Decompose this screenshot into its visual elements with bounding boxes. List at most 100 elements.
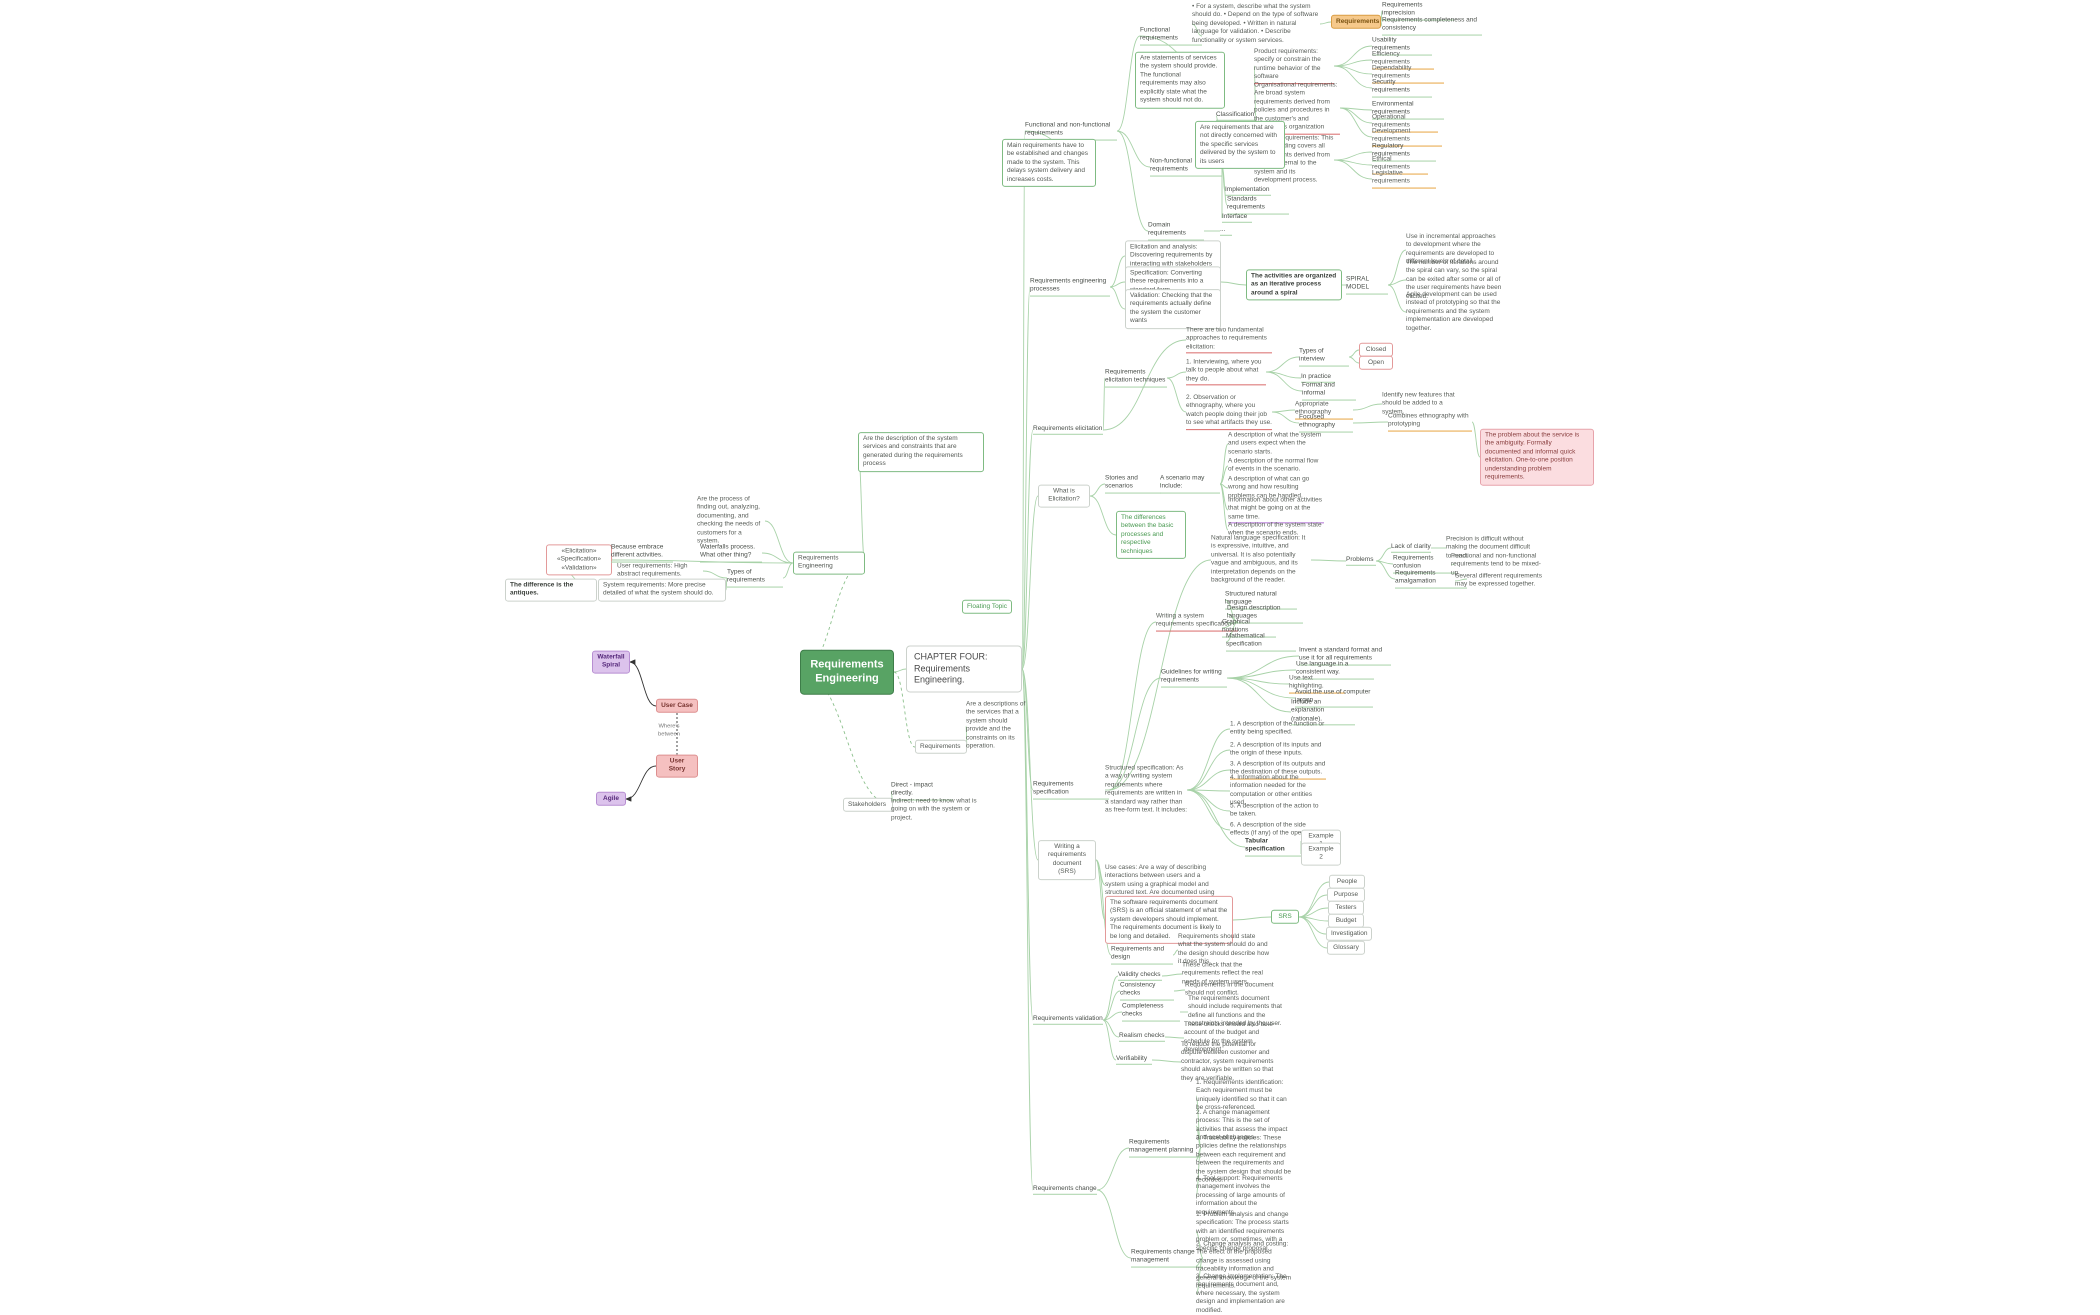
mindmap-node-w2[interactable]: Design description languages bbox=[1227, 605, 1303, 624]
mindmap-node-func_req[interactable]: Functional requirements bbox=[1140, 27, 1202, 46]
mindmap-node-srs_glossary[interactable]: Glossary bbox=[1327, 940, 1365, 956]
mindmap-node-spiral_note[interactable]: The activities are organized as an itera… bbox=[1246, 269, 1342, 301]
mindmap-node-org_req[interactable]: Organisational requirements: Are broad s… bbox=[1254, 82, 1340, 135]
mindmap-node-ex2[interactable]: Example 2 bbox=[1301, 842, 1341, 866]
mindmap-node-in_practice[interactable]: In practice bbox=[1301, 373, 1335, 384]
mindmap-node-consistency_note[interactable]: Requirements in the document should not … bbox=[1185, 981, 1274, 997]
mindmap-node-focused_eth[interactable]: Focused ethnography bbox=[1299, 414, 1353, 433]
mindmap-node-completeness_note[interactable]: The requirements document should include… bbox=[1188, 995, 1282, 1028]
mindmap-node-identify_features[interactable]: Identify new features that should be add… bbox=[1382, 391, 1455, 416]
mindmap-node-nf_def[interactable]: Are requirements that are not directly c… bbox=[1195, 120, 1285, 170]
mindmap-node-c_depend[interactable]: Dependability requirements bbox=[1372, 65, 1444, 84]
mindmap-node-mgmt_planning[interactable]: Requirements management planning bbox=[1129, 1139, 1201, 1158]
mindmap-node-c_usability[interactable]: Usability requirements bbox=[1372, 37, 1432, 56]
mindmap-node-open[interactable]: Open bbox=[1359, 355, 1393, 371]
mindmap-node-req_orange[interactable]: Requirements bbox=[1331, 14, 1381, 30]
mindmap-node-req_confusion[interactable]: Requirements confusion bbox=[1393, 555, 1455, 574]
mindmap-node-elicit_problem[interactable]: The problem about the service is the amb… bbox=[1480, 428, 1594, 486]
mindmap-node-combine_proto[interactable]: Combines ethnography with prototyping bbox=[1388, 413, 1472, 432]
mindmap-node-s1[interactable]: 1. A description of the function or enti… bbox=[1230, 720, 1325, 736]
mindmap-node-waterfall_spiral[interactable]: Waterfall Spiral bbox=[592, 650, 630, 674]
mindmap-node-g2[interactable]: Use language in a consistent way. bbox=[1296, 661, 1374, 680]
mindmap-node-cls_node[interactable]: Classification bbox=[1216, 111, 1256, 122]
mindmap-node-req_node[interactable]: Requirements bbox=[915, 739, 967, 755]
mindmap-node-nf_int[interactable]: Interface bbox=[1222, 213, 1252, 224]
mindmap-node-c_reg[interactable]: Regulatory requirements bbox=[1372, 143, 1436, 162]
mindmap-node-verifiability[interactable]: Verifiability bbox=[1116, 1055, 1152, 1066]
mindmap-node-two_approaches[interactable]: There are two fundamental approaches to … bbox=[1186, 326, 1272, 354]
mindmap-node-s6[interactable]: 6. A description of the side effects (if… bbox=[1230, 821, 1320, 837]
mindmap-node-c_efficiency[interactable]: Efficiency requirements bbox=[1372, 51, 1434, 70]
mindmap-node-srs_box[interactable]: Writing a requirements document (SRS) bbox=[1038, 840, 1096, 880]
mindmap-node-because[interactable]: Because embrace different activities. bbox=[611, 544, 673, 563]
mindmap-node-user_case[interactable]: User Case bbox=[656, 698, 698, 714]
mindmap-node-user_story[interactable]: User Story bbox=[656, 754, 698, 778]
mindmap-node-cm3[interactable]: 3. Change implementation: The requiremen… bbox=[1196, 1272, 1287, 1314]
mindmap-node-stories[interactable]: Stories and scenarios bbox=[1105, 475, 1161, 494]
mindmap-node-sc1[interactable]: A description of what the system and use… bbox=[1228, 431, 1322, 456]
mindmap-node-mp1[interactable]: 1. Requirements identification: Each req… bbox=[1196, 1079, 1287, 1112]
mindmap-node-problems[interactable]: Problems bbox=[1346, 556, 1376, 567]
mindmap-node-validity_note[interactable]: These check that the requirements reflec… bbox=[1182, 961, 1263, 986]
mindmap-node-nf_std[interactable]: Standards requirements bbox=[1227, 196, 1289, 215]
mindmap-node-func_nonfunc_mix[interactable]: Functional and non-functional requiremen… bbox=[1451, 552, 1541, 577]
mindmap-node-sm_note3[interactable]: Agile development can be used instead of… bbox=[1406, 290, 1501, 332]
mindmap-node-func_statements[interactable]: Are statements of services the system sh… bbox=[1135, 51, 1225, 109]
mindmap-node-writing_spec[interactable]: Writing a system requirements specificat… bbox=[1156, 613, 1238, 632]
mindmap-node-nat_lang[interactable]: Natural language specification: It is ex… bbox=[1211, 534, 1306, 584]
mindmap-node-nonfunc[interactable]: Non-functional requirements bbox=[1150, 158, 1222, 177]
mindmap-node-c_title[interactable]: Requirements Engineering bbox=[800, 649, 894, 695]
mindmap-node-c_leg[interactable]: Legislative requirements bbox=[1372, 170, 1436, 189]
mindmap-node-spiral_model[interactable]: SPIRAL MODEL bbox=[1346, 276, 1388, 295]
mindmap-node-interviewing[interactable]: 1. Interviewing, where you talk to peopl… bbox=[1186, 358, 1266, 386]
mindmap-node-req_desc[interactable]: Are a descriptions of the services that … bbox=[966, 700, 1026, 750]
mindmap-node-sc5[interactable]: A description of the system state when t… bbox=[1228, 521, 1322, 537]
mindmap-node-verifiability_note[interactable]: To reduce the potential for dispute betw… bbox=[1181, 1040, 1274, 1082]
mindmap-node-br_func_note[interactable]: Main requirements have to be established… bbox=[1002, 138, 1096, 188]
mindmap-node-types[interactable]: Types of requirements bbox=[727, 569, 783, 588]
mindmap-node-precision[interactable]: Precision is difficult without making th… bbox=[1446, 535, 1531, 560]
mindmap-node-ext_req[interactable]: External requirements: This broad headin… bbox=[1254, 134, 1334, 184]
mindmap-node-change_mgmt[interactable]: Requirements change management bbox=[1131, 1249, 1203, 1268]
mindmap-node-g4[interactable]: Avoid the use of computer jargon bbox=[1295, 689, 1373, 708]
mindmap-node-srs_def[interactable]: The software requirements document (SRS)… bbox=[1105, 895, 1233, 945]
mindmap-node-guidelines[interactable]: Guidelines for writing requirements bbox=[1161, 669, 1227, 688]
mindmap-node-validity[interactable]: Validity checks bbox=[1118, 971, 1162, 982]
mindmap-node-diff_note[interactable]: The differences between the basic proces… bbox=[1116, 510, 1186, 560]
mindmap-node-c_security[interactable]: Security requirements bbox=[1372, 79, 1432, 98]
mindmap-node-tech[interactable]: Requirements elicitation techniques bbox=[1105, 369, 1167, 388]
mindmap-node-sc3[interactable]: A description of what can go wrong and h… bbox=[1228, 475, 1310, 500]
mindmap-node-s4[interactable]: 4. Information about the information nee… bbox=[1230, 774, 1313, 807]
mindmap-node-domain_dots[interactable]: ... bbox=[1220, 226, 1232, 237]
mindmap-node-types_interview[interactable]: Types of interview bbox=[1299, 348, 1349, 367]
mindmap-node-br_process[interactable]: Requirements engineering processes bbox=[1030, 278, 1110, 297]
mindmap-node-nf_produce[interactable]: Product requirements: specify or constra… bbox=[1254, 48, 1334, 84]
mindmap-node-w3[interactable]: Graphical notations bbox=[1222, 619, 1276, 638]
mindmap-node-cm1[interactable]: 1. Problem analysis and change specifica… bbox=[1196, 1210, 1289, 1252]
mindmap-node-re_desc[interactable]: Are the description of the system servic… bbox=[858, 432, 984, 472]
mindmap-node-realism[interactable]: Realism checks bbox=[1119, 1032, 1165, 1043]
mindmap-node-func_bullets[interactable]: • For a system, describe what the system… bbox=[1192, 2, 1319, 44]
mindmap-node-c_chapter[interactable]: CHAPTER FOUR: Requirements Engineering. bbox=[906, 645, 1022, 693]
mindmap-node-p_valid[interactable]: Validation: Checking that the requiremen… bbox=[1125, 289, 1221, 329]
mindmap-node-br_change[interactable]: Requirements change bbox=[1033, 1185, 1097, 1196]
mindmap-node-formal_informal[interactable]: Formal and informal bbox=[1302, 382, 1356, 401]
mindmap-node-stk_direct[interactable]: Direct - impact directly. bbox=[891, 782, 953, 801]
mindmap-node-req_imprecision[interactable]: Requirements imprecision bbox=[1382, 2, 1454, 21]
mindmap-node-req_amalg[interactable]: Requirements amalgamation bbox=[1395, 570, 1467, 589]
mindmap-node-mp2[interactable]: 2. A change management process: This is … bbox=[1196, 1109, 1288, 1142]
mindmap-node-realism_note[interactable]: These checks should also take account of… bbox=[1184, 1021, 1273, 1054]
mindmap-node-w4[interactable]: Mathematical specification bbox=[1226, 633, 1296, 652]
mindmap-node-br_elicit[interactable]: Requirements elicitation bbox=[1033, 425, 1103, 436]
mindmap-node-nf_impl[interactable]: Implementation bbox=[1225, 186, 1271, 197]
mindmap-node-approp_eth[interactable]: Appropriate ethnography bbox=[1295, 401, 1353, 420]
mindmap-node-diff_bold[interactable]: The difference is the antiques. bbox=[505, 578, 597, 602]
mindmap-node-ethnography[interactable]: 2. Observation or ethnography, where you… bbox=[1186, 394, 1272, 430]
mindmap-node-srs_green[interactable]: SRS bbox=[1271, 909, 1299, 925]
mindmap-node-s2[interactable]: 2. A description of its inputs and the o… bbox=[1230, 741, 1322, 757]
mindmap-node-agile[interactable]: Agile bbox=[596, 791, 626, 807]
mindmap-node-stakeholders[interactable]: Stakeholders bbox=[843, 797, 893, 813]
mindmap-node-sc4[interactable]: Information about other activities that … bbox=[1228, 496, 1324, 524]
mindmap-node-sm_note1[interactable]: Use in incremental approaches to develop… bbox=[1406, 233, 1496, 266]
